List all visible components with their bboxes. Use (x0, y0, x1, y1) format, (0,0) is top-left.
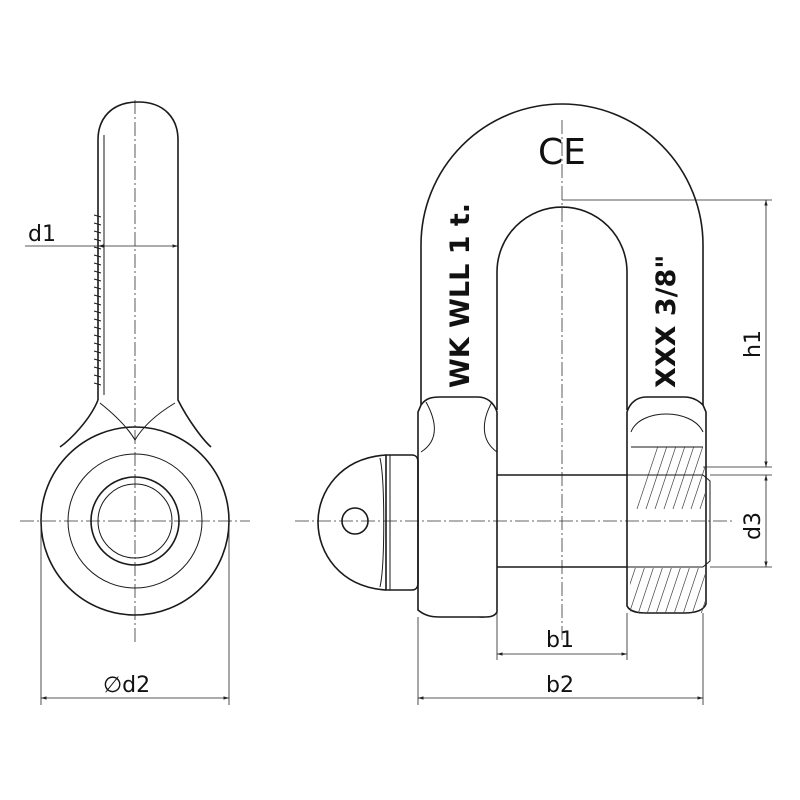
edge-mark (93, 310, 102, 314)
side-view-pin-outer (90, 476, 180, 566)
edge-mark (93, 262, 102, 266)
side-view-eye-ridge (99, 402, 176, 441)
edge-mark (93, 326, 102, 330)
hatch-line (644, 447, 705, 613)
d3-label: d3 (741, 512, 766, 540)
side-view: d1 ∅d2 (20, 100, 250, 705)
edge-mark (93, 270, 102, 274)
b1-label: b1 (546, 628, 574, 653)
front-view-left-eye-shoulder (420, 401, 435, 453)
edge-mark (93, 342, 102, 346)
h1-label: h1 (741, 330, 766, 358)
edge-mark (93, 366, 102, 370)
d1-label: d1 (28, 222, 56, 247)
hatch-line (689, 447, 705, 613)
hatch-line (630, 447, 670, 613)
front-view-bow-inner (496, 206, 628, 410)
d2-label: ∅d2 (103, 673, 150, 698)
edge-mark (93, 238, 102, 242)
hatch-line (630, 447, 661, 613)
side-view-eye-ring (67, 453, 203, 589)
edge-mark (93, 214, 102, 218)
edge-mark (93, 230, 102, 234)
front-view-left-eye (417, 396, 498, 618)
edge-mark (93, 278, 102, 282)
size-marking: XXX 3/8" (651, 255, 682, 388)
side-view-pin-inner (97, 483, 173, 559)
edge-mark (93, 358, 102, 362)
side-view-bow-left-transition (59, 399, 99, 448)
front-view-right-eye-arc (630, 413, 704, 433)
edge-mark (93, 350, 102, 354)
front-view-pin-head-inner (379, 457, 385, 588)
edge-mark (93, 318, 102, 322)
edge-mark (93, 374, 102, 378)
front-view-pin-hole (341, 507, 369, 535)
front-view-pin-head-collar (385, 454, 419, 591)
front-view-bow-outer (420, 103, 704, 405)
ce-marking: CE (538, 132, 586, 173)
edge-mark (93, 286, 102, 290)
hatch-line (680, 447, 705, 613)
edge-mark (93, 222, 102, 226)
hatch-line (635, 447, 697, 613)
front-view-pin-head-dome (317, 454, 387, 591)
wll-marking: WK WLL 1 t. (445, 203, 476, 388)
edge-mark (93, 334, 102, 338)
edge-mark (93, 246, 102, 250)
front-view-left-eye-shoulder-2 (483, 401, 498, 453)
edge-mark (93, 254, 102, 258)
b2-label: b2 (546, 673, 574, 698)
front-view-pin-thread-end (702, 474, 711, 568)
side-view-edge-marks (93, 214, 102, 386)
edge-mark (93, 382, 102, 386)
side-view-bow-profile (97, 101, 212, 448)
front-view: CE WK WLL 1 t. XXX 3/8" h1 d3 b1 b2 (295, 103, 772, 705)
hatch-line (630, 447, 688, 613)
edge-mark (93, 302, 102, 306)
edge-mark (93, 294, 102, 298)
